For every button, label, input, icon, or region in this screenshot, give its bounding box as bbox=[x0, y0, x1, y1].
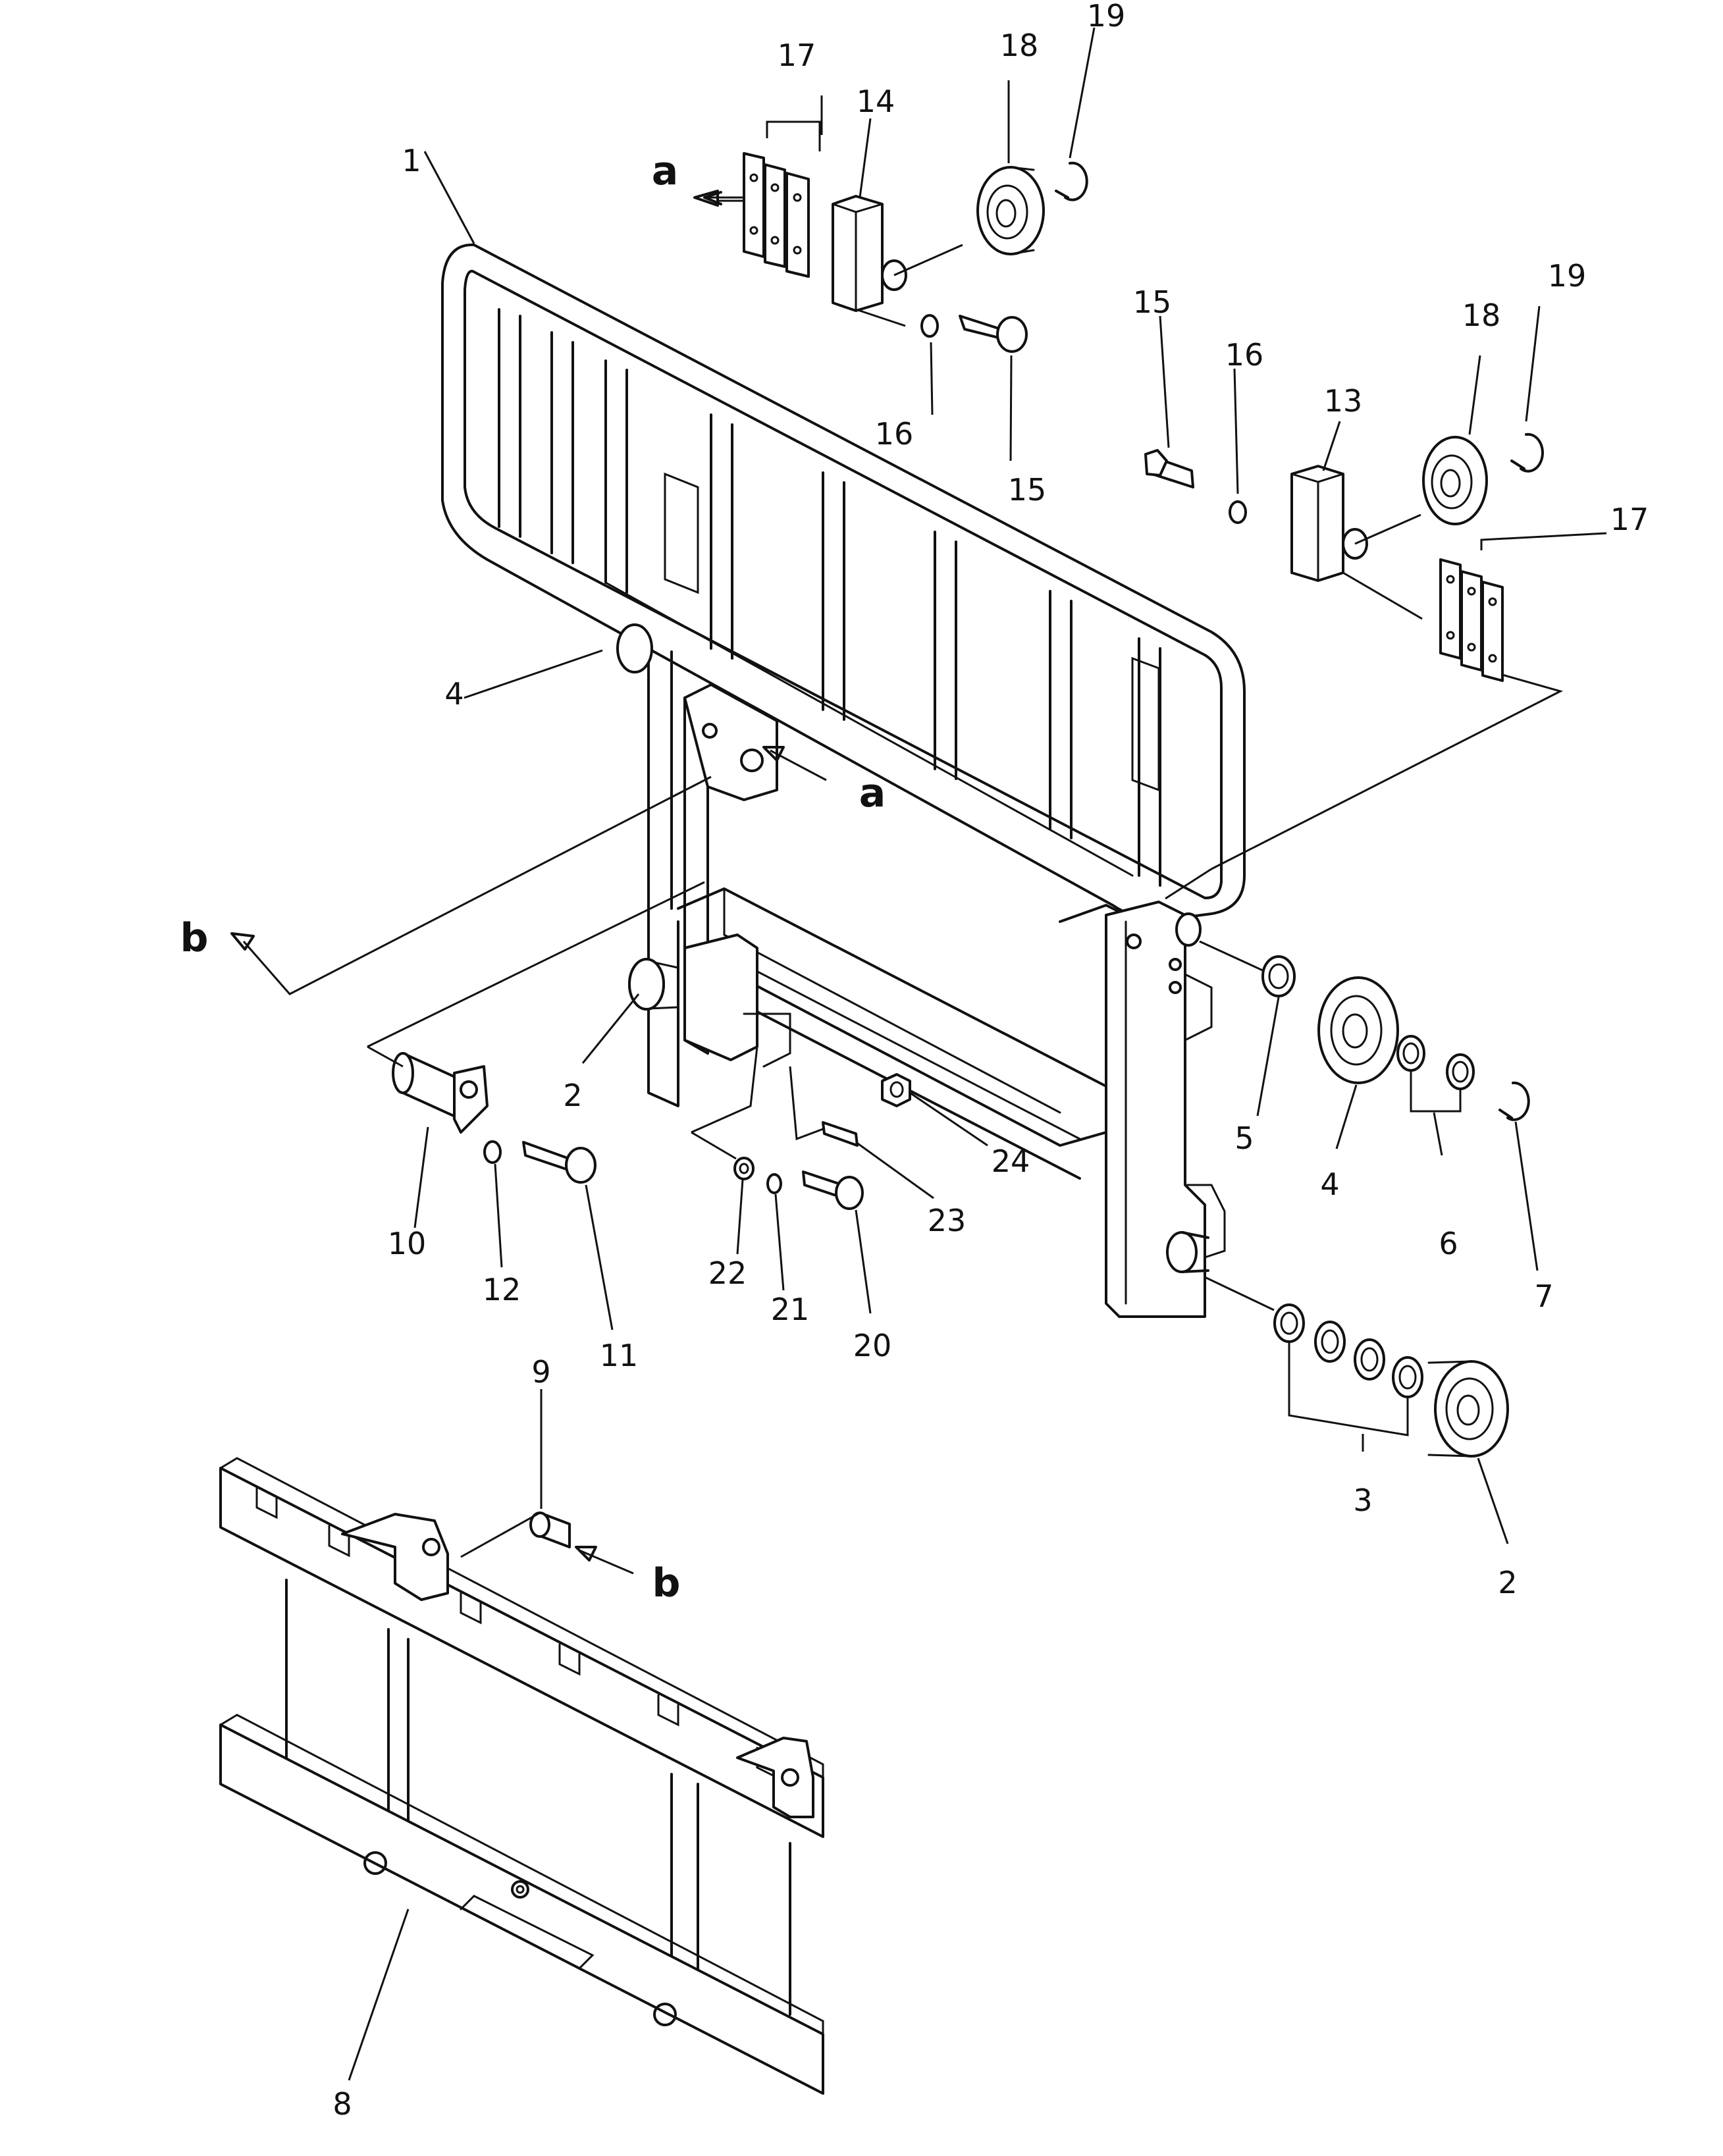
reference-letters: a a b b bbox=[180, 148, 886, 1606]
callout-24: 24 bbox=[992, 1144, 1030, 1179]
callout-12: 12 bbox=[483, 1272, 521, 1307]
pin-bolt-set-left bbox=[367, 881, 705, 1184]
callout-10: 10 bbox=[388, 1226, 427, 1261]
callout-11: 11 bbox=[600, 1338, 639, 1373]
callout-6: 6 bbox=[1439, 1226, 1458, 1261]
callout-23: 23 bbox=[928, 1203, 967, 1238]
callout-20: 20 bbox=[853, 1328, 892, 1363]
callout-leaders bbox=[348, 27, 1541, 2081]
callout-13: 13 bbox=[1324, 383, 1363, 419]
callout-16-right: 16 bbox=[1225, 337, 1264, 373]
callout-9: 9 bbox=[531, 1354, 550, 1390]
callout-8: 8 bbox=[332, 2086, 352, 2122]
callout-5: 5 bbox=[1234, 1120, 1254, 1156]
upper-left-roller-assembly bbox=[703, 120, 1088, 353]
callout-19-right: 19 bbox=[1548, 258, 1587, 294]
ref-a-top: a bbox=[652, 148, 679, 194]
callout-7: 7 bbox=[1534, 1278, 1553, 1314]
fork-carriage bbox=[219, 1457, 824, 2095]
callout-14: 14 bbox=[857, 84, 895, 119]
callout-16-top: 16 bbox=[875, 416, 914, 452]
callout-15-top: 15 bbox=[1008, 472, 1047, 508]
callout-1: 1 bbox=[402, 143, 421, 178]
callout-2-left: 2 bbox=[563, 1078, 582, 1113]
ref-a-middle: a bbox=[859, 770, 886, 816]
middle-roller-stack bbox=[1199, 940, 1530, 1121]
reference-arrows bbox=[230, 190, 827, 1575]
callout-labels: 1 2 2 3 4 4 5 6 7 8 9 10 11 12 13 14 15 … bbox=[332, 0, 1649, 2122]
ref-b-left: b bbox=[180, 915, 209, 961]
upper-right-roller-assembly bbox=[1144, 433, 1607, 900]
lower-roller-stack bbox=[1204, 1276, 1509, 1458]
callout-17-right: 17 bbox=[1610, 502, 1649, 537]
callout-18-right: 18 bbox=[1462, 298, 1501, 333]
ref-b-lower: b bbox=[652, 1560, 681, 1606]
left-roller bbox=[628, 958, 665, 1011]
callout-22: 22 bbox=[708, 1255, 747, 1291]
callout-2-right: 2 bbox=[1498, 1565, 1517, 1600]
callout-4-right: 4 bbox=[1320, 1167, 1339, 1202]
callout-19-top: 19 bbox=[1087, 0, 1126, 34]
bolt-set-lower bbox=[691, 1046, 911, 1210]
callout-15-right: 15 bbox=[1133, 284, 1172, 320]
callout-17-top: 17 bbox=[778, 38, 816, 73]
carriage-frame bbox=[616, 623, 1226, 1318]
callout-3: 3 bbox=[1353, 1483, 1372, 1518]
callout-21: 21 bbox=[771, 1292, 810, 1327]
load-backrest bbox=[441, 243, 1246, 923]
callout-18-top: 18 bbox=[1000, 28, 1039, 63]
callout-4-left: 4 bbox=[444, 676, 464, 712]
